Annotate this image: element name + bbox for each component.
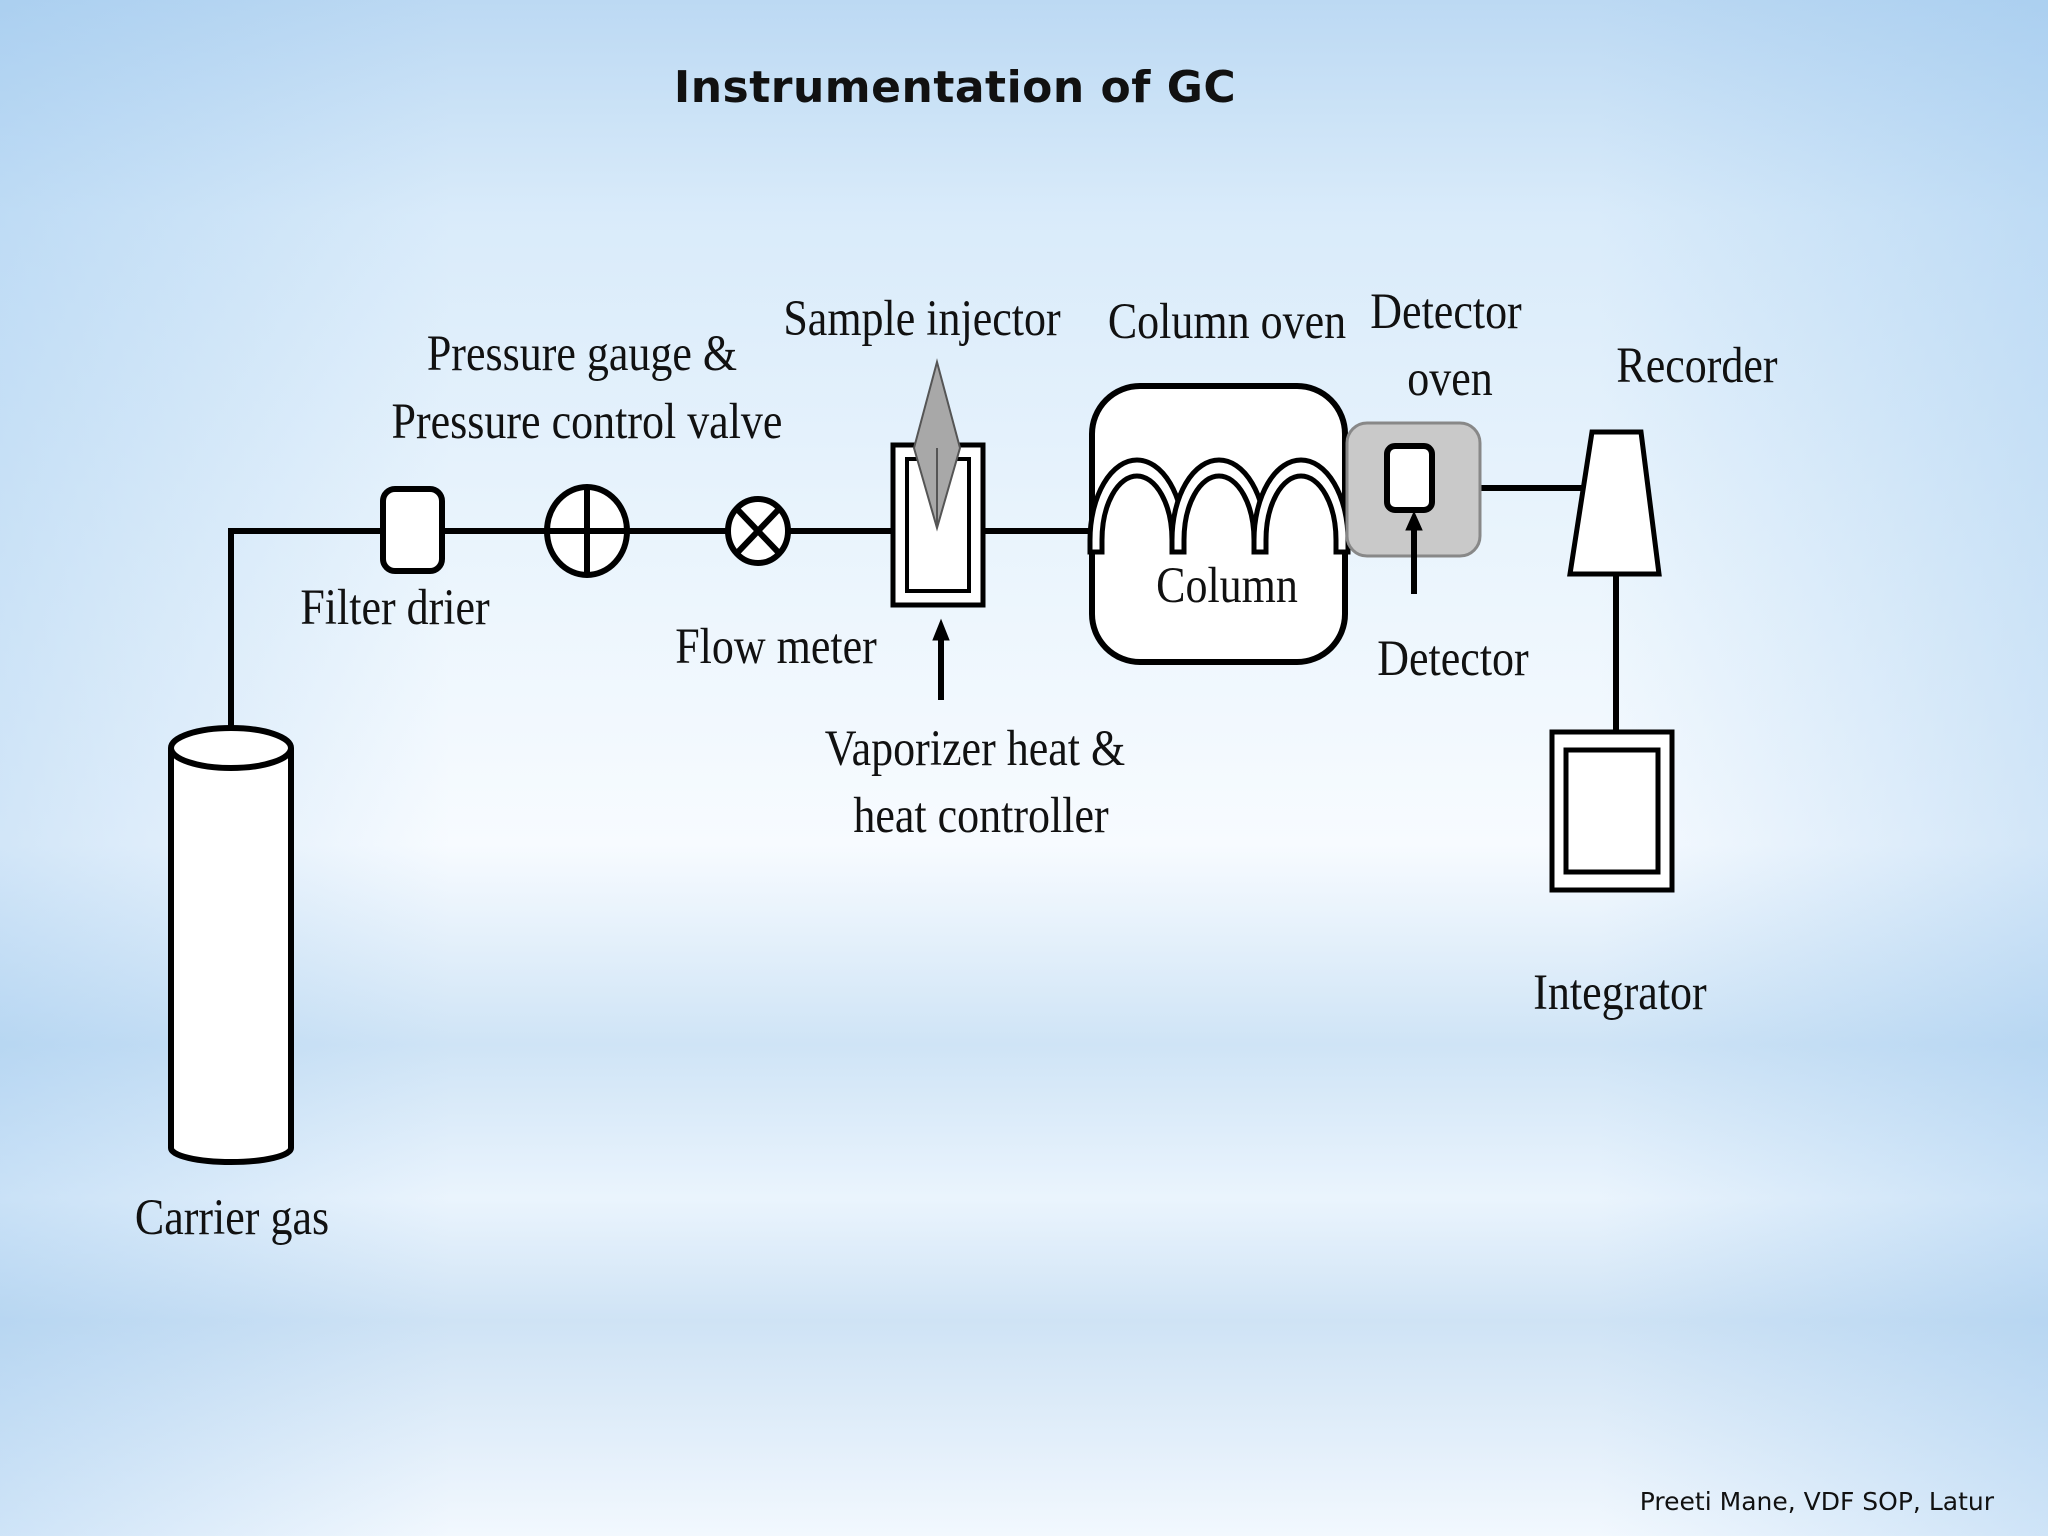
label-vaporizer-line2: heat controller [853,788,1108,843]
integrator-icon [1549,729,1675,893]
label-detector-oven-line2: oven [1407,351,1493,406]
detector-cell-icon [1384,443,1435,513]
label-flow-meter: Flow meter [675,619,877,674]
carrier-gas-cylinder-icon [168,725,294,1165]
label-detector: Detector [1377,631,1529,686]
label-carrier-gas: Carrier gas [135,1190,329,1245]
vaporizer-arrow-icon [932,618,950,700]
recorder-icon [1567,429,1662,577]
pressure-gauge-icon [544,484,630,578]
sample-injector-icon [890,358,986,608]
label-vaporizer-line1: Vaporizer heat & [825,721,1126,776]
label-pressure-gauge-line1: Pressure gauge & [427,326,737,381]
label-detector-oven-line1: Detector [1370,284,1522,339]
slide-title: Instrumentation of GC [673,62,1237,113]
label-filter-drier: Filter drier [300,580,490,635]
label-column: Column [1156,558,1298,613]
detector-arrow-icon [1405,510,1423,594]
label-column-oven: Column oven [1108,294,1346,349]
flow-meter-icon [725,496,791,566]
label-recorder: Recorder [1616,338,1777,393]
label-pressure-gauge-line2: Pressure control valve [392,394,783,449]
slide-credit: Preeti Mane, VDF SOP, Latur [1639,1487,1994,1516]
label-sample-injector: Sample injector [783,291,1061,346]
filter-drier-icon [380,486,445,574]
label-integrator: Integrator [1533,965,1707,1020]
gas-line [228,528,389,728]
column-oven-icon [1089,383,1348,665]
